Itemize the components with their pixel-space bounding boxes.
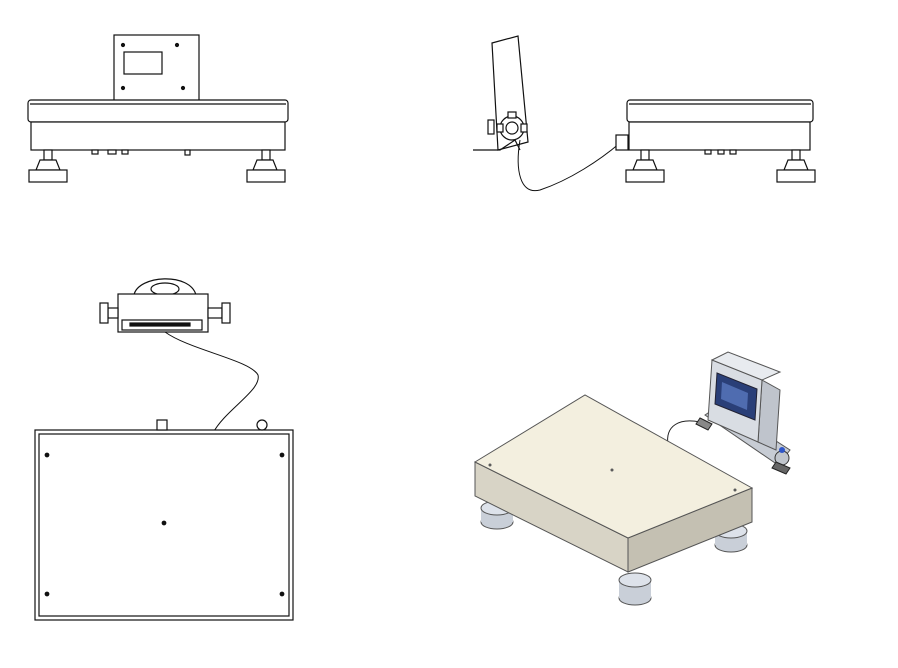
isometric-view [473, 351, 791, 606]
front-indicator-screen [123, 51, 163, 75]
front-foot-stem [261, 149, 271, 161]
front-foot-stem [43, 149, 53, 161]
top-corner-hole [44, 452, 50, 458]
top-level-bubble [256, 419, 268, 431]
front-view [27, 34, 289, 183]
front-platform-base [30, 121, 286, 151]
side-foot [632, 159, 658, 171]
side-view [473, 35, 816, 192]
top-cable [164, 331, 259, 434]
side-connector [615, 134, 629, 151]
top-corner-hole [279, 591, 285, 597]
front-foot [252, 159, 278, 171]
front-screw [120, 85, 126, 91]
top-center-mark [161, 520, 167, 526]
front-screw [180, 85, 186, 91]
side-foot [783, 159, 809, 171]
side-platform-base [628, 121, 811, 151]
side-bracket [473, 139, 521, 151]
iso-indicator-top [710, 351, 782, 381]
front-foot [35, 159, 61, 171]
side-cable [517, 139, 621, 192]
iso-knob-blue [779, 447, 785, 453]
top-corner-hole [279, 452, 285, 458]
top-view [34, 278, 294, 621]
iso-platform-top [473, 394, 754, 539]
side-platform-top [626, 99, 814, 123]
top-connector [156, 419, 168, 431]
front-screw [120, 42, 126, 48]
top-corner-hole [44, 591, 50, 597]
iso-cable [667, 420, 701, 446]
front-platform-top [27, 99, 289, 123]
front-screw [174, 42, 180, 48]
